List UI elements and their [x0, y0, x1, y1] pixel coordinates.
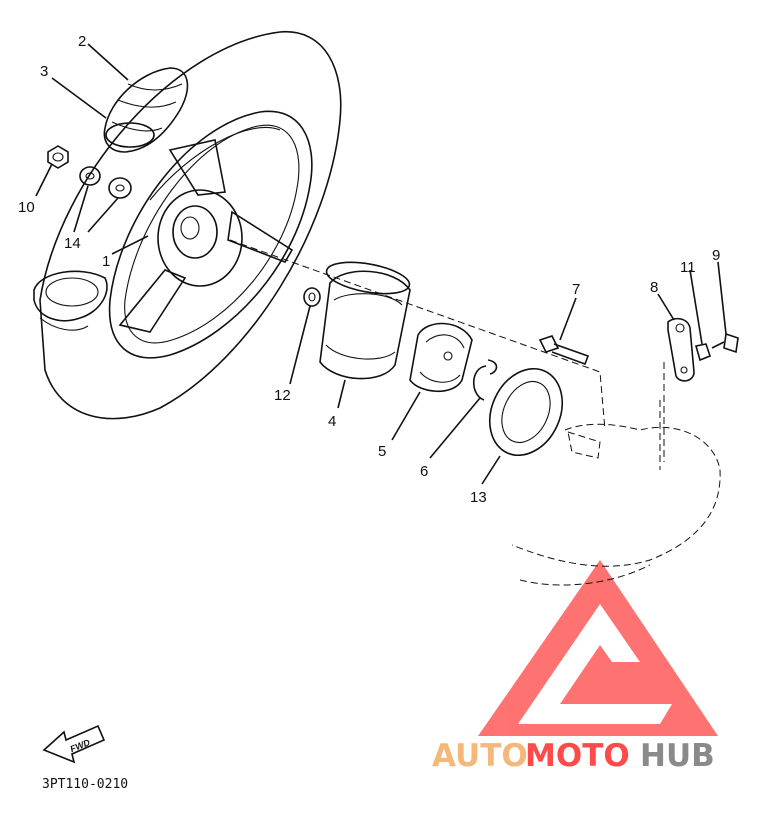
hub-inner: [172, 205, 218, 259]
bolt-9: [711, 332, 739, 354]
fwd-label: FWD: [69, 737, 92, 754]
label-part-12: 12: [274, 387, 291, 404]
tire-section: [33, 270, 108, 322]
bolt-7: [538, 335, 590, 366]
seal-ring-13: [488, 367, 564, 457]
spoke-top: [168, 139, 226, 196]
watermark-word-moto: MOTO: [525, 738, 630, 774]
rim-inner-edge: [124, 124, 300, 344]
logo-triangle-cutout: [518, 604, 672, 724]
watermark-word-hub: HUB: [640, 738, 715, 774]
final-drive-housing: [511, 400, 721, 586]
label-part-1: 1: [102, 253, 110, 270]
spoke-bottom: [118, 269, 187, 333]
rim-groove: [149, 126, 281, 201]
tire-outline: [39, 31, 342, 420]
circlip-6: [472, 359, 498, 401]
nut-10: [47, 145, 69, 169]
spacer-12: [303, 287, 321, 307]
label-part-3: 3: [40, 63, 48, 80]
label-part-14: 14: [64, 235, 81, 252]
label-part-5: 5: [378, 443, 386, 460]
label-part-7: 7: [572, 281, 580, 298]
diagram-code: 3PT110-0210: [42, 777, 128, 792]
brake-lever-8: [667, 317, 695, 382]
brake-shoe-5: [409, 322, 473, 392]
tube-section: [103, 67, 189, 153]
hub-outer: [157, 189, 243, 287]
watermark-word-auto: AUTO: [432, 738, 528, 774]
label-part-10: 10: [18, 199, 35, 216]
rim-outer-edge: [108, 110, 313, 359]
tire-section-bore: [45, 277, 99, 307]
leader-lines: [35, 43, 727, 485]
logo-triangle-outer: [478, 560, 718, 736]
label-part-4: 4: [328, 413, 336, 430]
washer-11: [694, 343, 711, 362]
forward-direction-arrow: FWD: [42, 724, 106, 764]
tube-and-rim-strip: [103, 67, 189, 153]
label-part-9: 9: [712, 247, 720, 264]
hub-bore: [180, 216, 200, 240]
label-part-8: 8: [650, 279, 658, 296]
axis-line-main: [229, 239, 606, 431]
rim-strip: [105, 122, 155, 148]
watermark-logo: [478, 560, 718, 736]
label-part-2: 2: [78, 33, 86, 50]
logo-inner-mark: [596, 662, 628, 690]
label-part-13: 13: [470, 489, 487, 506]
label-part-6: 6: [420, 463, 428, 480]
brake-drum-4: [319, 261, 411, 380]
spoke-right: [227, 210, 294, 263]
label-part-11: 11: [680, 259, 696, 276]
washers-14: [79, 166, 132, 199]
wheel-assembly: [33, 31, 342, 420]
